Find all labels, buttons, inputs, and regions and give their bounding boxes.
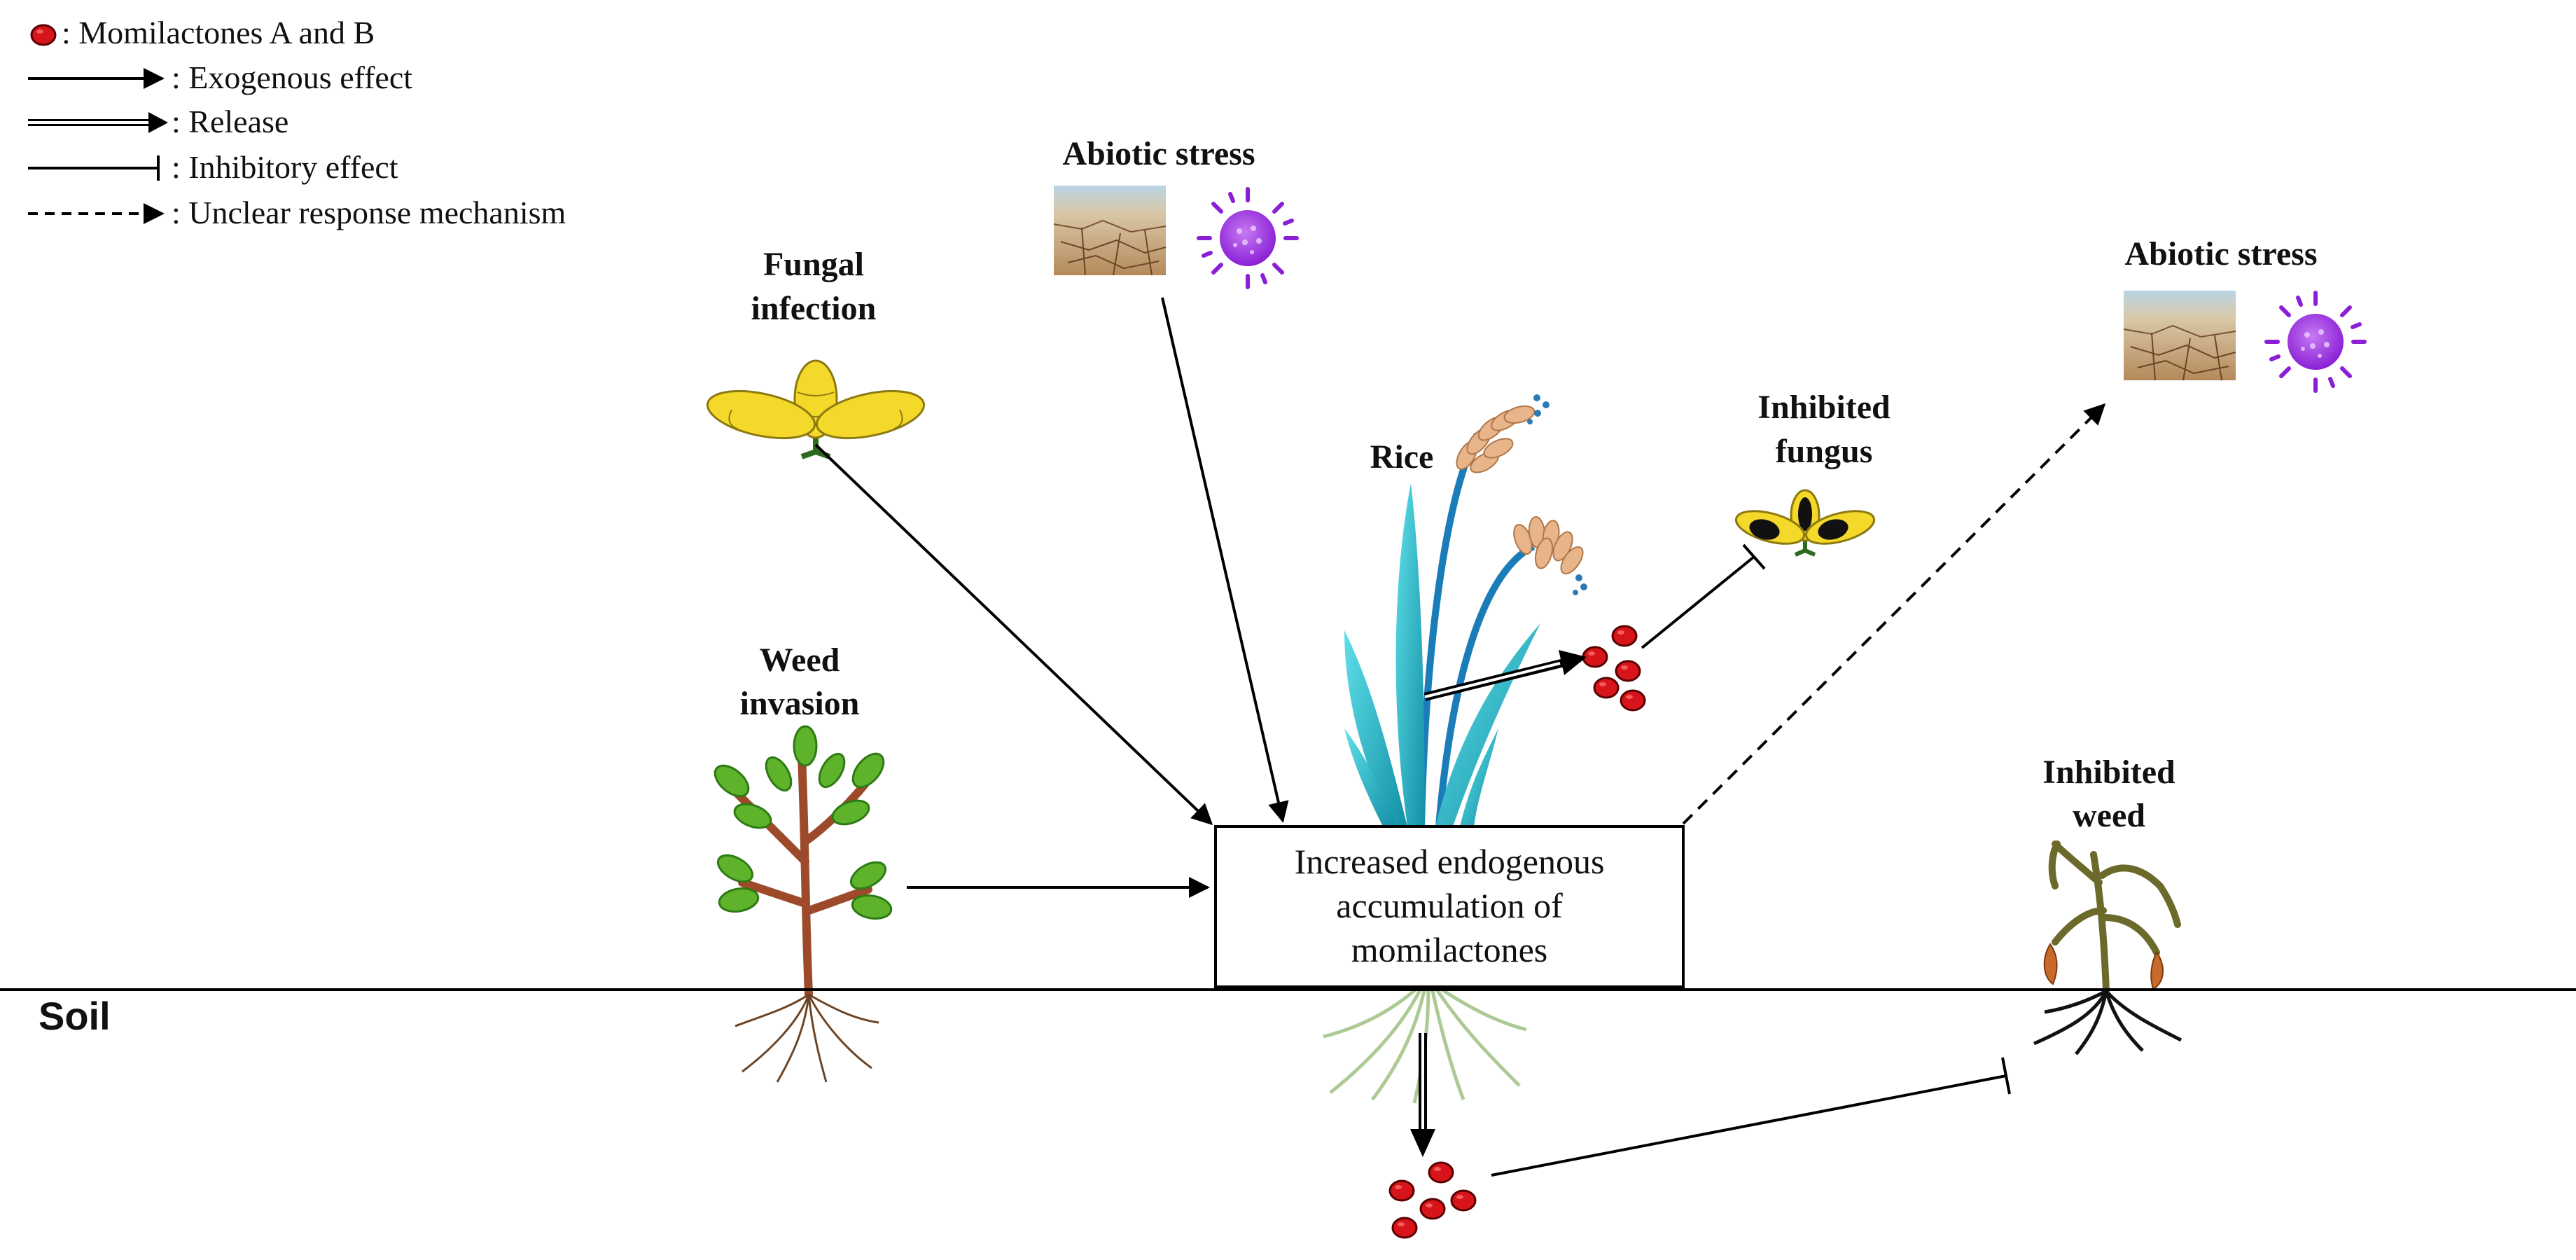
fungal-infection: Fungal infection: [706, 246, 926, 459]
inhibited-fungus-spore-icon: [1734, 489, 1876, 557]
center-box-line3: momilactones: [1351, 930, 1548, 969]
abiotic-stress-top-label: Abiotic stress: [1062, 135, 1255, 172]
soil-label: Soil: [39, 994, 111, 1038]
center-box: Increased endogenous accumulation of mom…: [1214, 825, 1685, 988]
momilactone-dot: [1391, 1217, 1418, 1239]
momilactone-dot: [1620, 689, 1646, 712]
release-arrow-lower: [1410, 1033, 1435, 1157]
abiotic-stress-right: Abiotic stress: [2123, 235, 2365, 391]
center-box-line1: Increased endogenous: [1295, 842, 1605, 881]
release-arrow-upper: [1423, 650, 1587, 701]
arrow-abiotic-to-box: [1161, 297, 1289, 823]
legend-item-momilactone: : Momilactones A and B: [30, 15, 375, 50]
legend-text-exogenous: : Exogenous effect: [172, 60, 412, 95]
inhibited-fungus-label-line1: Inhibited: [1757, 389, 1891, 426]
arrows: [814, 297, 2106, 1177]
dead-weed-icon: [2033, 840, 2182, 1055]
legend: : Momilactones A and B : Exogenous effec…: [28, 15, 566, 230]
fungal-infection-label-line2: infection: [751, 290, 877, 327]
inhibited-weed-label-line1: Inhibited: [2042, 754, 2175, 791]
weed-plant-icon: [713, 725, 893, 1083]
red-dot-icon: [30, 24, 57, 46]
rice-label: Rice: [1370, 438, 1434, 476]
inhibited-weed: Inhibited weed: [2033, 754, 2182, 1055]
arrow-box-to-abiotic-dashed: [1682, 403, 2106, 825]
momilactone-cluster-lower: [1388, 1161, 1477, 1239]
fungal-infection-label-line1: Fungal: [763, 246, 864, 283]
momilactone-dot: [1593, 677, 1620, 699]
momilactone-dot: [1428, 1161, 1454, 1184]
inhibit-weed-line: [1491, 1057, 2011, 1177]
uv-sun-icon: [1199, 189, 1297, 287]
legend-text-release: : Release: [172, 104, 288, 139]
momilactone-dot: [1615, 660, 1641, 682]
uv-sun-icon: [2267, 293, 2365, 391]
momilactone-dot: [1388, 1179, 1415, 1202]
weed-invasion-label-line1: Weed: [760, 642, 840, 679]
rice-plant-icon: [1323, 394, 1587, 1104]
inhibited-weed-label-line2: weed: [2073, 797, 2145, 834]
momilactone-cluster-upper: [1582, 625, 1646, 712]
momilactone-dot: [1419, 1198, 1446, 1220]
rice-plant: Rice: [1323, 394, 1587, 1104]
legend-item-inhibitory: : Inhibitory effect: [28, 149, 398, 185]
inhibited-fungus: Inhibited fungus: [1734, 389, 1891, 557]
center-box-line2: accumulation of: [1336, 886, 1563, 925]
legend-item-release: : Release: [28, 104, 288, 139]
weed-invasion: Weed invasion: [713, 642, 893, 1083]
abiotic-stress-top: Abiotic stress: [1053, 135, 1297, 287]
drought-soil-icon: [2123, 290, 2236, 381]
inhibited-fungus-label-line2: fungus: [1776, 433, 1873, 470]
legend-text-momilactones: : Momilactones A and B: [62, 15, 375, 50]
momilactone-dot: [1611, 625, 1638, 647]
arrow-fungal-to-box: [814, 443, 1213, 826]
momilactone-dot: [1450, 1189, 1477, 1212]
legend-text-inhibitory: : Inhibitory effect: [172, 149, 398, 185]
legend-item-exogenous: : Exogenous effect: [28, 60, 412, 95]
legend-item-unclear: : Unclear response mechanism: [28, 195, 566, 230]
drought-soil-icon: [1053, 185, 1167, 276]
weed-invasion-label-line2: invasion: [740, 685, 860, 722]
legend-text-unclear: : Unclear response mechanism: [172, 195, 566, 230]
momilactone-dot: [1582, 646, 1608, 668]
fungus-spore-icon: [706, 359, 926, 459]
inhibit-fungus-line: [1641, 544, 1766, 649]
abiotic-stress-right-label: Abiotic stress: [2124, 235, 2317, 272]
